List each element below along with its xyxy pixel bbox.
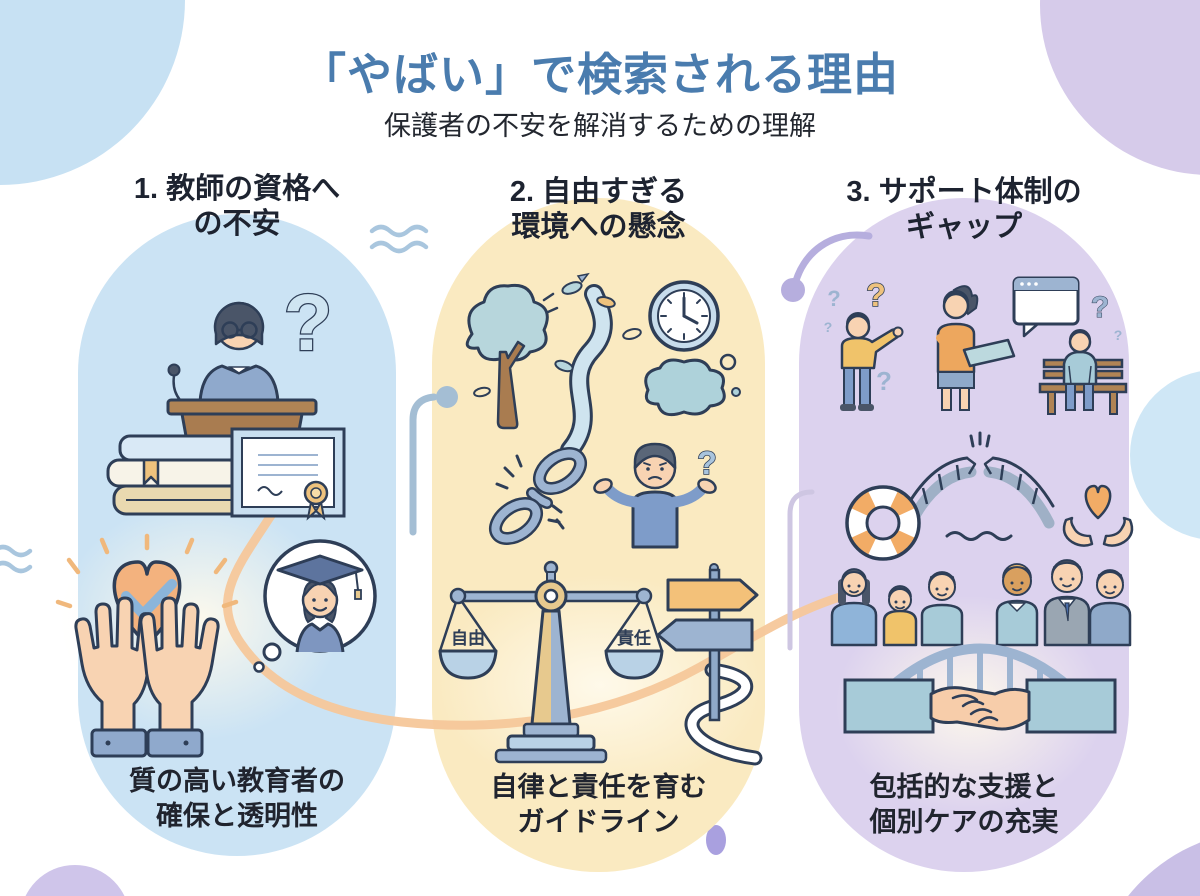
pond-icon	[644, 353, 741, 417]
broken-chain-icon	[489, 447, 587, 545]
column-1-heading-line1: 1. 教師の資格へ	[133, 173, 341, 205]
certificate-icon	[230, 427, 346, 521]
column-3-footer: 包括的な支援と 個別ケアの充実	[799, 770, 1129, 840]
heart-in-hands-icon	[55, 533, 239, 758]
question-mark-glyph: ?	[1091, 291, 1109, 324]
clock-icon	[648, 280, 720, 352]
people-group-icon	[830, 559, 1132, 647]
wave-decoration-left	[0, 544, 33, 574]
lifebuoy-icon	[845, 485, 921, 561]
signpost-icon	[656, 563, 763, 766]
balance-scale-icon: 自由 責任	[438, 560, 664, 764]
scale-label-left: 自由	[451, 628, 485, 648]
column-1-footer-line1: 質の高い教育者の	[129, 766, 345, 796]
lavender-connector-dot	[781, 278, 805, 302]
question-mark-glyph: ?	[824, 319, 833, 335]
column-2-heading-line1: 2. 自由すぎる	[509, 176, 688, 208]
laptop-icon	[962, 338, 1016, 368]
question-mark-glyph: ?	[866, 277, 886, 313]
question-mark-glyph: ?	[876, 366, 892, 396]
question-mark-glyph: ?	[1114, 327, 1123, 343]
question-mark-glyph: ?	[284, 278, 333, 367]
column-2-footer-line1: 自律と責任を育む	[490, 772, 707, 802]
column-3-footer-line2: 個別ケアの充実	[869, 807, 1059, 838]
column-1-heading-line2: の不安	[193, 208, 281, 241]
page-subtitle: 保護者の不安を解消するための理解	[384, 111, 816, 141]
blue-connector-dot	[436, 386, 458, 408]
column-3-footer-line1: 包括的な支援と	[869, 772, 1059, 802]
column-2-footer-line2: ガイドライン	[517, 807, 680, 838]
question-mark-glyph: ?	[827, 286, 840, 311]
lavender-connector	[790, 231, 873, 292]
broken-bridge-icon	[905, 431, 1055, 541]
page-title: 「やばい」で検索される理由	[300, 49, 899, 100]
shrugging-person-icon: ?	[593, 442, 718, 549]
grey-line-col3	[787, 489, 815, 651]
decor-dot-bottom-center	[706, 825, 726, 855]
scale-label-right: 責任	[617, 628, 651, 648]
column-1-footer-line2: 確保と透明性	[156, 801, 318, 832]
column-3-heading-line1: 3. サポート体制の	[846, 176, 1082, 208]
column-2-heading: 2. 自由すぎる 環境への懸念	[432, 175, 765, 246]
handshake-bridge-icon	[843, 643, 1117, 734]
column-3-heading: 3. サポート体制の ギャップ	[799, 175, 1129, 246]
question-mark-glyph: ?	[697, 445, 717, 481]
wave-decoration-top	[369, 224, 429, 254]
column-3-heading-line2: ギャップ	[905, 211, 1022, 244]
confused-people-icon: ? ? ? ? ? ?	[824, 276, 1128, 415]
heart-in-hands-small-icon	[1062, 484, 1134, 547]
column-1-footer: 質の高い教育者の 確保と透明性	[78, 764, 396, 834]
column-2-heading-line2: 環境への懸念	[511, 211, 686, 244]
windy-nature-icon	[465, 272, 741, 460]
blue-connector	[409, 393, 438, 536]
column-2-footer: 自律と責任を育む ガイドライン	[432, 770, 765, 840]
chat-window-icon	[1012, 276, 1080, 338]
column-1-heading: 1. 教師の資格へ の不安	[78, 172, 396, 243]
books-icon	[106, 434, 256, 516]
tree-icon	[465, 283, 549, 362]
graduate-thought-bubble-icon	[253, 539, 377, 673]
